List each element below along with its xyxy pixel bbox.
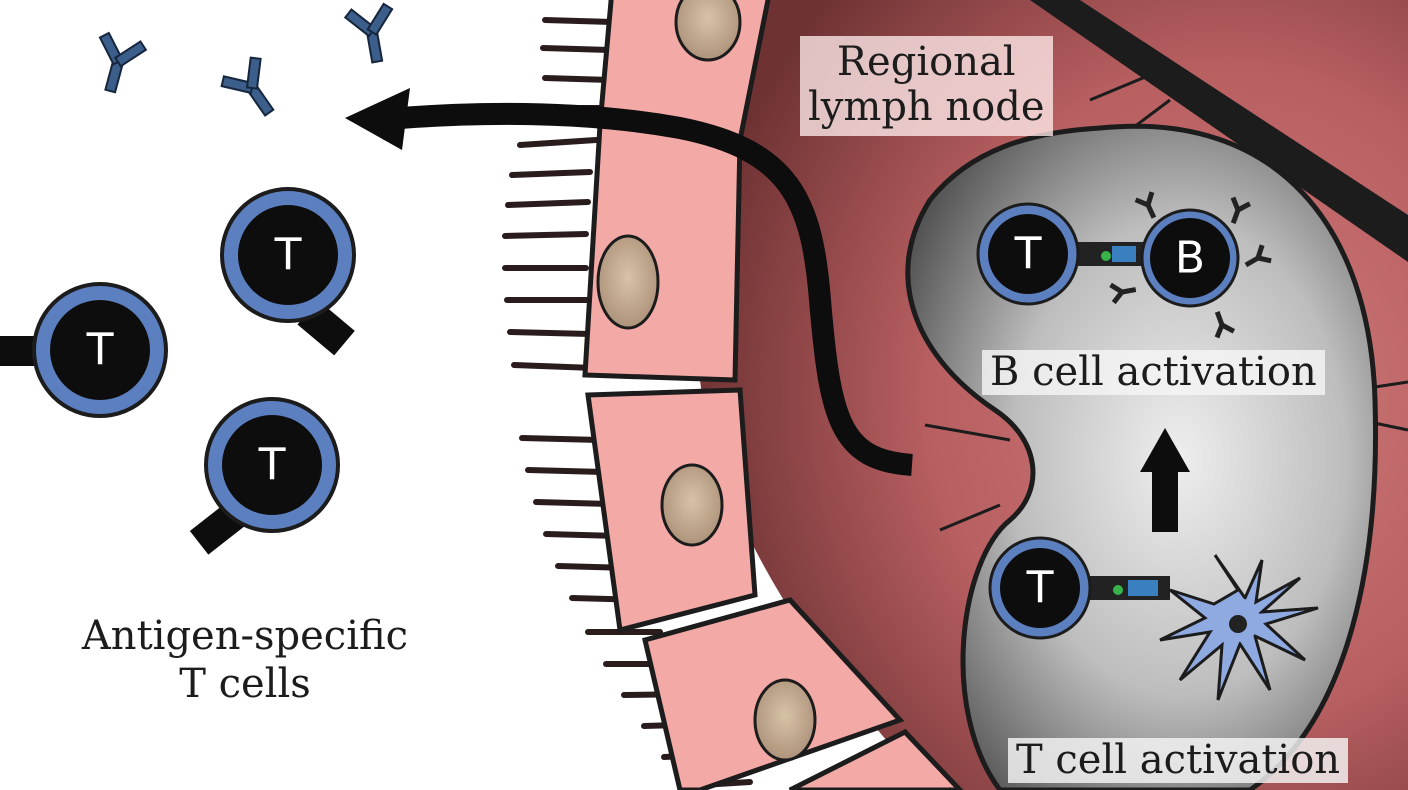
antibody — [343, 1, 402, 67]
b-cell-activation-label: B cell activation — [982, 350, 1325, 395]
t-cell-free: T — [220, 187, 356, 356]
epithelial-cell — [788, 728, 964, 790]
t-cell-synapse: T — [988, 536, 1092, 640]
nucleus — [596, 234, 660, 330]
nuclei — [596, 0, 817, 762]
activation-arrow — [1140, 428, 1190, 532]
antigen-specific-line2: T cells — [179, 661, 311, 707]
nucleus — [674, 0, 742, 62]
t-cell-letter: T — [86, 325, 114, 376]
t-b-synapse: T B — [976, 192, 1271, 337]
t-cell-letter: T — [274, 230, 302, 281]
b-cell: B — [1140, 208, 1240, 308]
antigen-specific-label: Antigen-specific T cells — [50, 612, 440, 708]
t-cell-letter: T — [258, 440, 286, 491]
regional-lymph-node-line2: lymph node — [808, 83, 1045, 130]
dendritic-cell — [1159, 554, 1319, 701]
regional-lymph-node-line1: Regional — [836, 39, 1016, 85]
antibody — [216, 52, 290, 128]
t-cell-letter: T — [1014, 229, 1042, 280]
vessel-band — [1030, 0, 1408, 262]
nucleus — [660, 463, 724, 547]
t-dc-synapse: T — [988, 536, 1319, 701]
t-cell-letter: T — [1026, 563, 1054, 614]
t-cell-activation-label: T cell activation — [1008, 738, 1349, 783]
nucleus — [753, 678, 817, 762]
b-cell-letter: B — [1175, 233, 1205, 284]
regional-lymph-node-label: Regional lymph node — [800, 36, 1053, 136]
antibodies — [86, 1, 402, 128]
migration-arrowhead — [345, 88, 410, 150]
migration-arrow-path — [399, 102, 913, 476]
antigen-specific-line1: Antigen-specific — [81, 613, 409, 659]
t-cell-free: T — [189, 397, 340, 555]
t-cell-synapse: T — [976, 202, 1080, 306]
antibody — [86, 30, 149, 99]
t-cell-free: T — [0, 282, 168, 418]
